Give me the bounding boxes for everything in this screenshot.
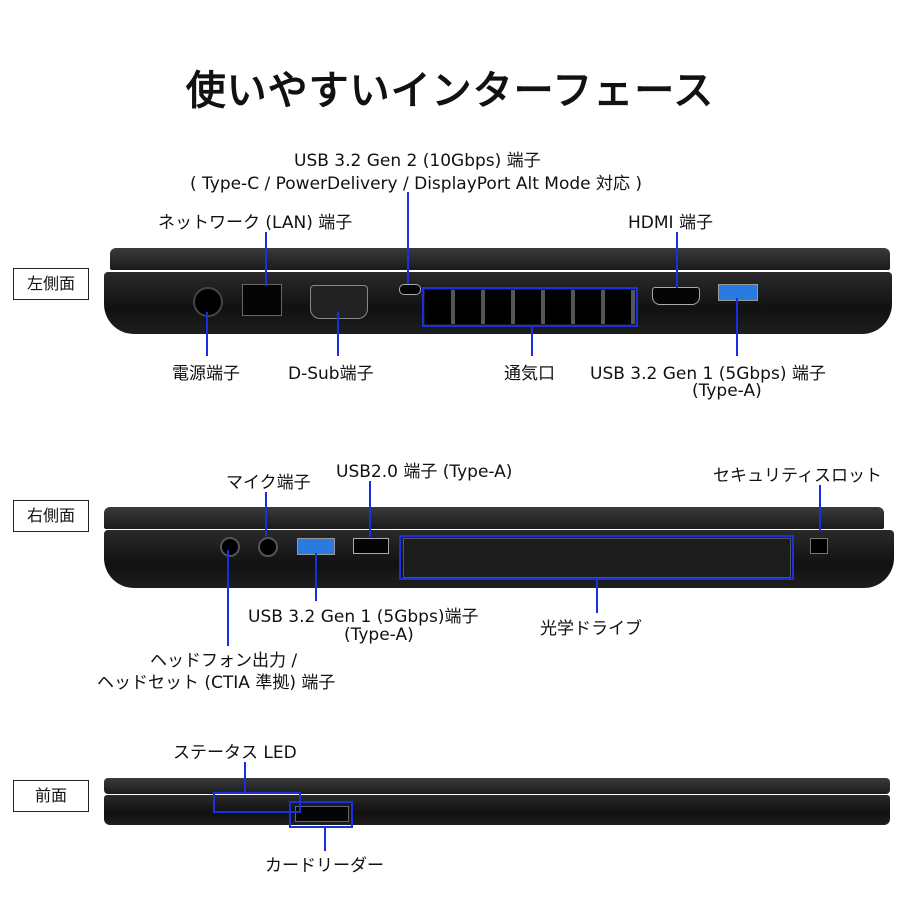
callout-line xyxy=(324,828,326,851)
hdmi-label: HDMI 端子 xyxy=(628,213,713,233)
optical-highlight xyxy=(399,535,794,580)
card-reader-highlight xyxy=(289,801,353,828)
usb-c-label: USB 3.2 Gen 2 (10Gbps) 端子 xyxy=(294,151,541,171)
callout-line xyxy=(206,312,208,356)
dsub-label: D-Sub端子 xyxy=(288,364,374,384)
callout-line xyxy=(736,298,738,356)
status-led-label: ステータス LED xyxy=(173,743,297,763)
callout-line xyxy=(819,485,821,531)
security-slot xyxy=(810,538,828,554)
status-led-highlight xyxy=(213,792,301,813)
vga-port xyxy=(310,285,368,319)
usb-a-sublabel: (Type-A) xyxy=(692,381,762,401)
lan-label: ネットワーク (LAN) 端子 xyxy=(158,213,353,233)
usb-a-label: USB 3.2 Gen 1 (5Gbps) 端子 xyxy=(590,364,826,384)
callout-line xyxy=(407,192,409,284)
section-label-left: 左側面 xyxy=(13,268,89,300)
callout-line xyxy=(315,553,317,601)
card-reader-label: カードリーダー xyxy=(265,856,384,876)
callout-line xyxy=(227,550,229,646)
laptop-lid xyxy=(110,248,890,270)
usb2-label: USB2.0 端子 (Type-A) xyxy=(336,462,513,482)
usb-c-sublabel: ( Type-C / PowerDelivery / DisplayPort A… xyxy=(190,174,643,194)
mic-label: マイク端子 xyxy=(226,473,311,493)
callout-line xyxy=(265,232,267,286)
laptop-lid xyxy=(104,778,890,794)
callout-line xyxy=(244,762,246,793)
power-jack xyxy=(193,287,223,317)
usb-a-port-blue xyxy=(718,284,758,301)
headphone-jack xyxy=(220,537,240,557)
headphone-sublabel: ヘッドセット (CTIA 準拠) 端子 xyxy=(97,673,336,693)
card-slot xyxy=(295,806,349,822)
section-label-right: 右側面 xyxy=(13,500,89,532)
mic-jack xyxy=(258,537,278,557)
vent-label: 通気口 xyxy=(504,364,555,384)
optical-drive xyxy=(403,538,791,578)
callout-line xyxy=(596,580,598,613)
callout-line xyxy=(337,312,339,356)
usb3-label: USB 3.2 Gen 1 (5Gbps)端子 xyxy=(248,607,479,627)
headphone-label: ヘッドフォン出力 / xyxy=(150,651,298,671)
vent-highlight xyxy=(422,287,638,327)
security-label: セキュリティスロット xyxy=(713,466,882,486)
section-label-front: 前面 xyxy=(13,780,89,812)
laptop-lid xyxy=(104,507,884,529)
laptop-base xyxy=(104,795,890,825)
hdmi-port xyxy=(652,287,700,305)
optical-label: 光学ドライブ xyxy=(540,619,642,639)
power-label: 電源端子 xyxy=(172,364,240,384)
usb2-port xyxy=(353,538,389,554)
usb-c-port xyxy=(399,284,421,295)
vent-grille xyxy=(425,290,635,324)
page-title: 使いやすいインターフェース xyxy=(185,68,715,114)
callout-line xyxy=(531,327,533,356)
callout-line xyxy=(676,232,678,288)
callout-line xyxy=(265,492,267,536)
callout-line xyxy=(369,481,371,537)
usb3-sublabel: (Type-A) xyxy=(344,625,414,645)
lan-port xyxy=(242,284,282,316)
